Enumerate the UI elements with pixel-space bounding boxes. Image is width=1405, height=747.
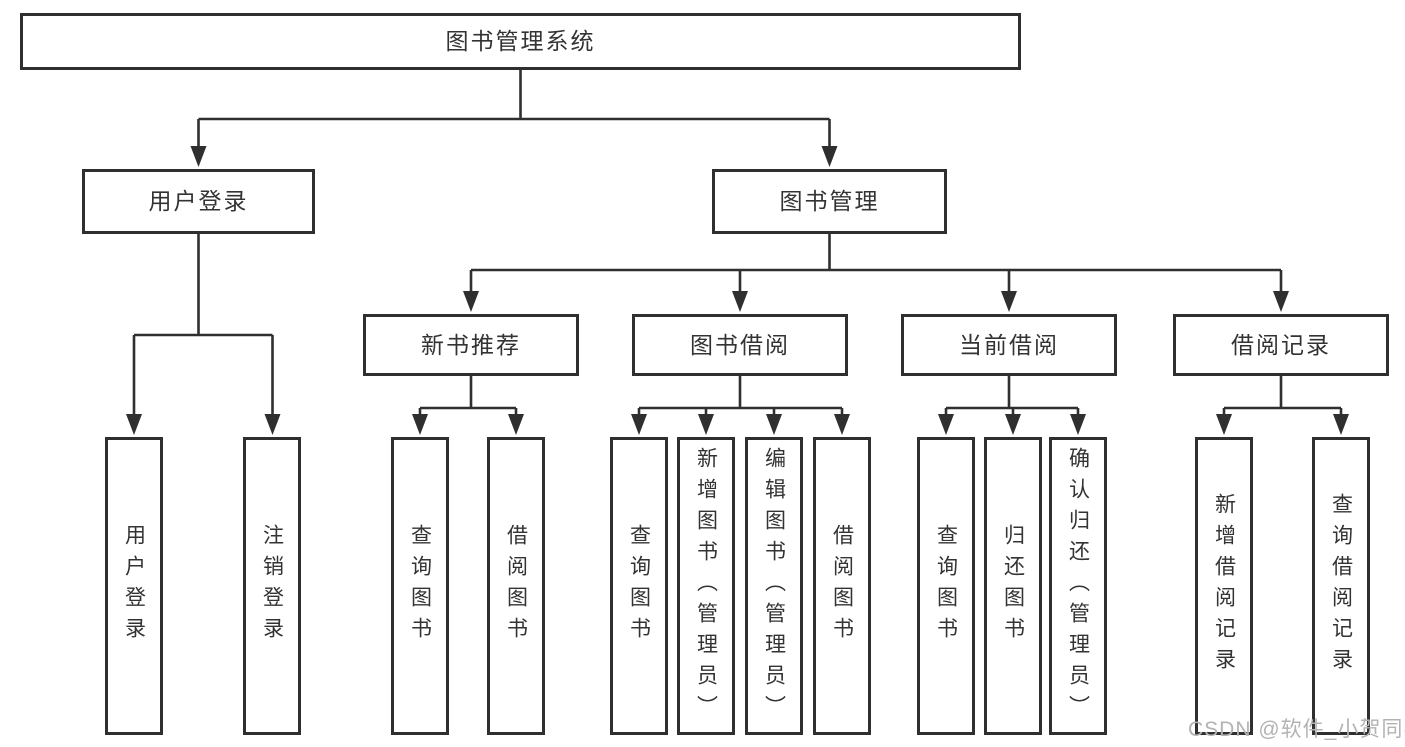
leaf-recommend-borrow-books-label: 借阅图书 xyxy=(504,524,528,648)
node-user-login-label: 用户登录 xyxy=(148,188,249,214)
leaf-borrow-borrow-books-label: 借阅图书 xyxy=(830,524,854,648)
node-borrowing-records: 借阅记录 xyxy=(1173,314,1389,376)
leaf-current-query-books: 查询图书 xyxy=(917,437,975,735)
node-book-borrowing-label: 图书借阅 xyxy=(690,331,790,358)
leaf-user-login-label: 用户登录 xyxy=(122,524,146,648)
node-library-system: 图书管理系统 xyxy=(20,13,1021,70)
leaf-user-login: 用户登录 xyxy=(105,437,163,735)
csdn-watermark: CSDN @软件_小贺同学 xyxy=(1188,718,1405,741)
leaf-borrow-add-books-admin: 新增图书（管理员） xyxy=(677,437,735,735)
leaf-records-add-record-label: 新增借阅记录 xyxy=(1212,493,1236,679)
leaf-borrow-query-books: 查询图书 xyxy=(610,437,668,735)
node-borrowing-records-label: 借阅记录 xyxy=(1231,331,1331,358)
leaf-current-query-books-label: 查询图书 xyxy=(934,524,958,648)
leaf-borrow-edit-books-admin-label: 编辑图书（管理员） xyxy=(762,446,786,726)
node-new-book-recommendation-label: 新书推荐 xyxy=(421,331,521,358)
leaf-records-query-record-label: 查询借阅记录 xyxy=(1329,493,1353,679)
leaf-current-confirm-return-admin-label: 确认归还（管理员） xyxy=(1066,446,1090,726)
leaf-borrow-edit-books-admin: 编辑图书（管理员） xyxy=(745,437,803,735)
leaf-recommend-query-books: 查询图书 xyxy=(391,437,449,735)
leaf-logout-label: 注销登录 xyxy=(260,524,284,648)
leaf-borrow-add-books-admin-label: 新增图书（管理员） xyxy=(694,446,718,726)
node-current-borrowing: 当前借阅 xyxy=(901,314,1117,376)
node-library-system-label: 图书管理系统 xyxy=(445,28,596,54)
leaf-current-return-books-label: 归还图书 xyxy=(1001,524,1025,648)
leaf-current-confirm-return-admin: 确认归还（管理员） xyxy=(1049,437,1107,735)
node-new-book-recommendation: 新书推荐 xyxy=(363,314,579,376)
leaf-records-query-record: 查询借阅记录 xyxy=(1312,437,1370,735)
leaf-recommend-query-books-label: 查询图书 xyxy=(408,524,432,648)
leaf-borrow-query-books-label: 查询图书 xyxy=(627,524,651,648)
leaf-records-add-record: 新增借阅记录 xyxy=(1195,437,1253,735)
tree-branch-lines xyxy=(132,69,1343,418)
node-user-login: 用户登录 xyxy=(82,169,315,234)
node-book-management-label: 图书管理 xyxy=(779,188,880,214)
leaf-borrow-borrow-books: 借阅图书 xyxy=(813,437,871,735)
node-book-borrowing: 图书借阅 xyxy=(632,314,848,376)
leaf-logout: 注销登录 xyxy=(243,437,301,735)
node-book-management: 图书管理 xyxy=(712,169,947,234)
node-current-borrowing-label: 当前借阅 xyxy=(959,331,1059,358)
leaf-current-return-books: 归还图书 xyxy=(984,437,1042,735)
leaf-recommend-borrow-books: 借阅图书 xyxy=(487,437,545,735)
